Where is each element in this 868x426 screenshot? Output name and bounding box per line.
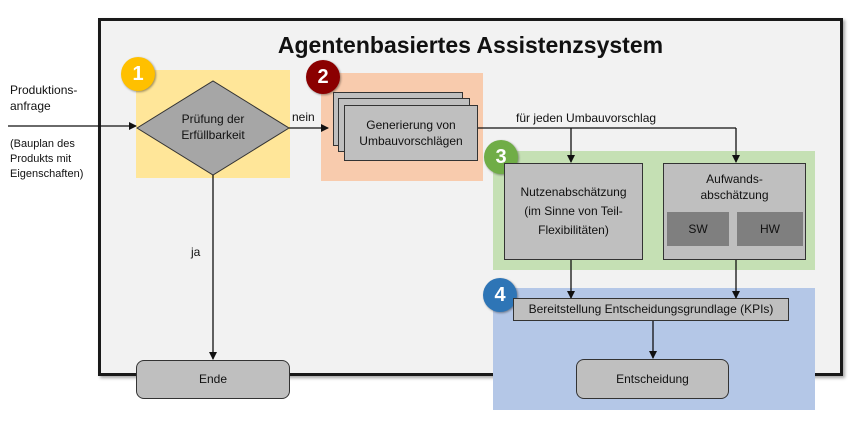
badge-4: 4 [483,278,517,312]
badge-1: 1 [121,57,155,91]
badge-2: 2 [306,60,340,94]
fuer-jeden-label: für jeden Umbauvorschlag [516,111,657,125]
hw-box: HW [737,212,803,246]
ende-box: Ende [136,360,290,399]
sw-box: SW [667,212,729,246]
ja-label: ja [191,245,201,259]
generierung-box: Generierung von Umbauvorschlägen [344,105,478,161]
entscheidung-box: Entscheidung [576,359,729,399]
diagram-title: Agentenbasiertes Assistenzsystem [277,32,664,58]
pruefung-label: Prüfung der Erfüllbarkeit [181,112,245,143]
nein-label: nein [292,110,315,124]
bereitstellung-box: Bereitstellung Entscheidungsgrundlage (K… [513,298,789,321]
input-detail: (Bauplan des Produkts mit Eigenschaften) [10,138,84,180]
nutzen-box: Nutzenabschätzung (im Sinne von Teil- Fl… [504,163,643,260]
input-label: Produktions- anfrage [10,83,78,114]
